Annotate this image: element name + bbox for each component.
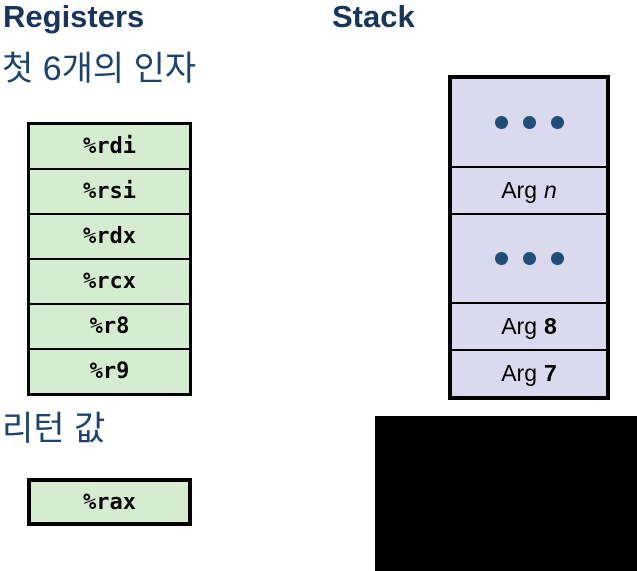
arg-label: Arg [501,313,537,339]
register-cell-rdi: %rdi [83,134,136,159]
ellipsis-dot-icon [550,116,564,129]
ellipsis-dot-icon [494,116,508,129]
return-value-label: 리턴 값 [2,410,106,448]
first-six-args-label: 첫 6개의 인자 [2,50,197,88]
arg-index: 8 [544,313,557,339]
redacted-black-box [375,416,637,571]
ellipsis-dot-icon [522,252,536,265]
stack-row-ellipsis [452,79,606,166]
registers-heading: Registers [3,0,145,34]
register-cell-r8: %r8 [30,303,189,348]
register-cell-r9: %r9 [30,348,189,393]
stack-row-arg-7: Arg 7 [452,349,606,396]
stack-heading: Stack [332,0,415,34]
arg-label: Arg [501,360,537,386]
return-register-box: %rax [27,478,192,526]
ellipsis-dot-icon [522,116,536,129]
register-cell-rsi: %rsi [30,168,189,213]
argument-registers-table: %rdi %rsi%rdx%rcx%r8%r9 [27,122,192,396]
stack-row-arg-8: Arg 8 [452,302,606,349]
register-cell-rdx: %rdx [30,213,189,258]
arg-label: Arg [501,177,537,203]
register-cell-rcx: %rcx [30,258,189,303]
arg-index: n [544,177,557,203]
arg-index: 7 [544,360,557,386]
stack-row-ellipsis [452,213,606,302]
ellipsis-dot-icon [494,252,508,265]
ellipsis-dot-icon [550,252,564,265]
